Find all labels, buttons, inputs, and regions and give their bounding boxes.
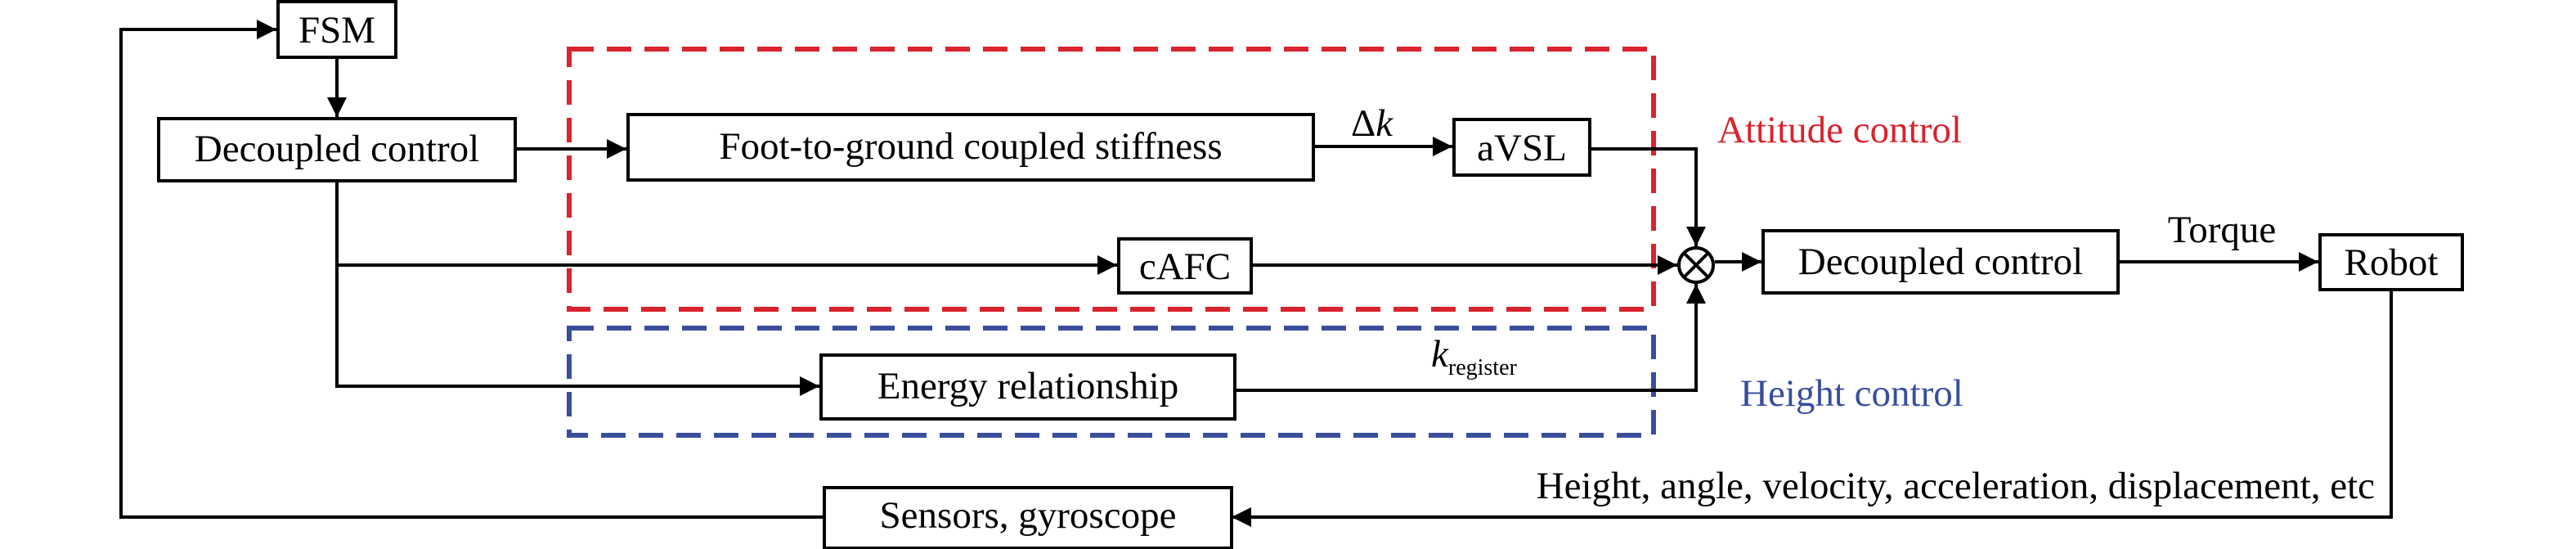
wire-energy-to-sum — [1235, 284, 1706, 392]
fsm-block: FSM — [276, 0, 397, 59]
wire-robot-to-sensors — [1232, 290, 2393, 527]
decoupled-control-block-left: Decoupled control — [157, 117, 517, 182]
cafc-block: cAFC — [1117, 237, 1253, 295]
height-control-region — [567, 326, 1656, 438]
decoupled-control-block-right: Decoupled control — [1761, 229, 2120, 295]
summing-junction-icon — [1677, 246, 1715, 284]
attitude-control-region — [567, 47, 1656, 312]
k-register-base: k — [1431, 333, 1449, 376]
cafc-label: cAFC — [1139, 245, 1231, 288]
energy-relationship-label: Energy relationship — [877, 365, 1179, 407]
sensors-label: Sensors, gyroscope — [880, 494, 1177, 537]
delta-k-variable: k — [1376, 102, 1393, 145]
height-control-label: Height control — [1740, 372, 1963, 415]
foot-to-ground-block: Foot-to-ground coupled stiffness — [626, 113, 1315, 182]
attitude-control-label: Attitude control — [1717, 109, 1962, 151]
decoupled-control-right-label: Decoupled control — [1798, 241, 2083, 283]
wire-decoupled-to-energy — [335, 265, 819, 396]
wire-avsl-to-sum — [1590, 147, 1706, 246]
wire-sensors-to-fsm — [119, 20, 823, 519]
feedback-signals-label: Height, angle, velocity, acceleration, d… — [1537, 465, 2375, 507]
decoupled-control-left-label: Decoupled control — [195, 128, 479, 170]
robot-label: Robot — [2345, 241, 2439, 284]
avsl-label: aVSL — [1477, 127, 1567, 169]
delta-symbol: Δ — [1351, 102, 1376, 145]
delta-k-label: Δk — [1351, 102, 1393, 145]
k-register-label: kregister — [1431, 333, 1518, 380]
robot-block: Robot — [2318, 233, 2464, 291]
fsm-label: FSM — [298, 9, 375, 52]
foot-to-ground-label: Foot-to-ground coupled stiffness — [719, 125, 1222, 168]
torque-label: Torque — [2168, 209, 2276, 251]
signal-wires — [119, 20, 2393, 527]
energy-relationship-block: Energy relationship — [819, 353, 1236, 421]
k-register-subscript: register — [1448, 355, 1518, 380]
wire-decoupled-to-cafc — [335, 181, 1117, 275]
sensors-block: Sensors, gyroscope — [823, 486, 1233, 549]
avsl-block: aVSL — [1452, 118, 1591, 177]
